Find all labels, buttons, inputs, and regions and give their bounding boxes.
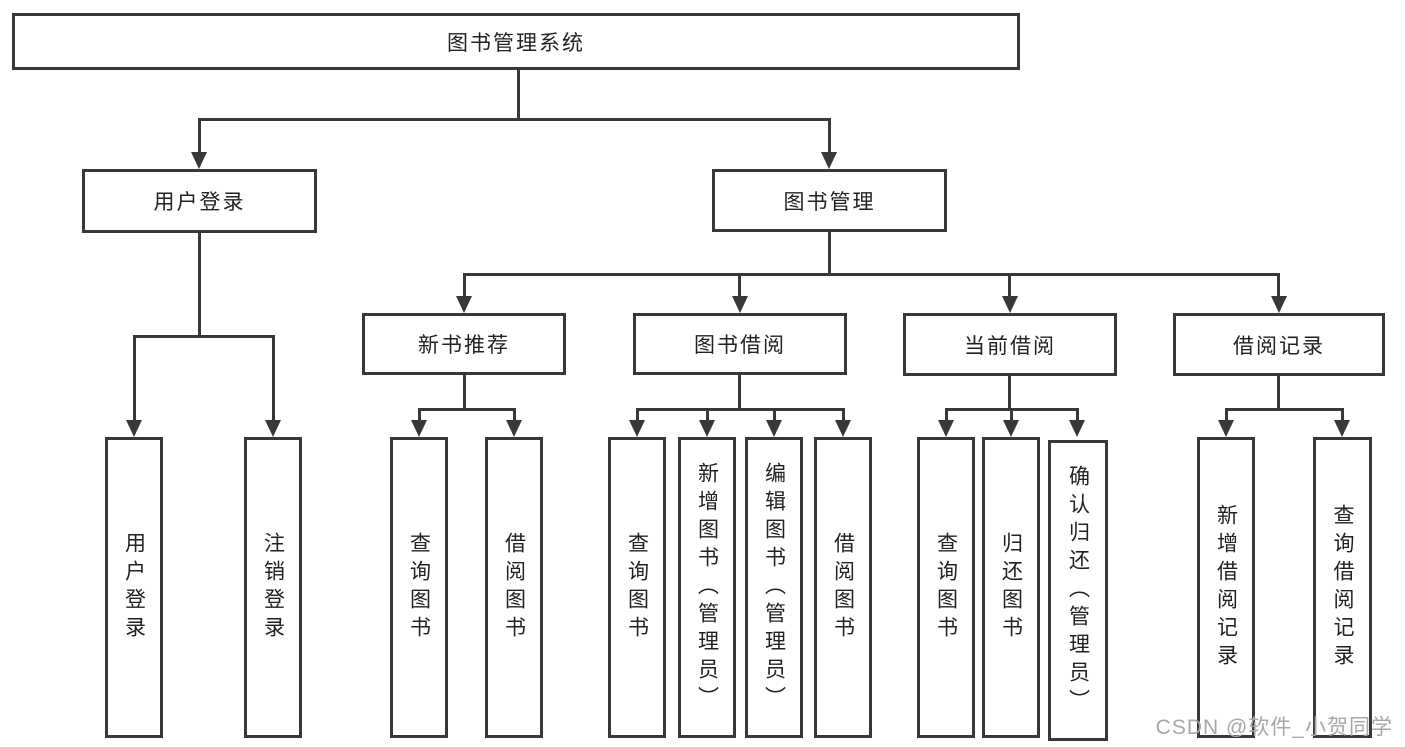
node-new-book-recommend: 新书推荐 <box>362 313 566 375</box>
node-book-borrow: 图书借阅 <box>633 313 847 375</box>
node-book-management: 图书管理 <box>712 169 947 232</box>
edge-shaft-user-login <box>198 118 201 152</box>
arrow-down-icon <box>732 296 748 313</box>
edge-shaft-leaf-user-login <box>133 335 136 420</box>
edge-bb-shaft-2 <box>706 408 709 420</box>
arrow-down-icon <box>835 420 851 437</box>
edge-shaft-book-management <box>828 118 831 152</box>
edge-br-shaft-2 <box>1341 408 1344 420</box>
arrow-down-icon <box>1003 420 1019 437</box>
edge-shaft-new-book-recommend <box>463 273 466 296</box>
leaf-cb-query-book: 查询图书 <box>917 437 975 738</box>
leaf-user-login: 用户登录 <box>105 437 163 738</box>
arrow-down-icon <box>265 420 281 437</box>
leaf-logout: 注销登录 <box>244 437 302 738</box>
edge-shaft-book-borrow <box>738 273 741 296</box>
leaf-nb-borrow-book: 借阅图书 <box>485 437 543 738</box>
edge-bb-shaft-1 <box>636 408 639 420</box>
edge-cb-shaft-2 <box>1010 408 1013 420</box>
edge-root-drop <box>517 70 520 118</box>
edge-cb-shaft-1 <box>945 408 948 420</box>
edge-nb-shaft-1 <box>418 408 421 420</box>
arrow-down-icon <box>126 420 142 437</box>
arrow-down-icon <box>1271 296 1287 313</box>
edge-nb-rail <box>419 408 516 411</box>
edge-level1-rail <box>198 118 831 121</box>
edge-book-management-drop <box>828 232 831 273</box>
arrow-down-icon <box>1002 296 1018 313</box>
node-current-borrow: 当前借阅 <box>903 313 1117 376</box>
leaf-bb-borrow-book: 借阅图书 <box>814 437 872 738</box>
edge-user-login-rail <box>134 335 274 338</box>
leaf-br-add-record: 新增借阅记录 <box>1197 437 1255 738</box>
edge-nb-shaft-2 <box>513 408 516 420</box>
arrow-down-icon <box>411 420 427 437</box>
leaf-cb-return-book: 归还图书 <box>982 437 1040 738</box>
arrow-down-icon <box>1218 420 1234 437</box>
edge-br-rail <box>1226 408 1344 411</box>
leaf-bb-edit-book-admin: 编辑图书（管理员） <box>745 437 803 738</box>
leaf-cb-confirm-return-admin: 确认归还（管理员） <box>1048 440 1108 741</box>
arrow-down-icon <box>699 420 715 437</box>
edge-level2-rail <box>463 273 1280 276</box>
edge-user-login-drop <box>198 233 201 335</box>
leaf-nb-query-book: 查询图书 <box>390 437 448 738</box>
arrow-down-icon <box>191 152 207 169</box>
node-library-management-system: 图书管理系统 <box>12 13 1020 70</box>
arrow-down-icon <box>1334 420 1350 437</box>
edge-cb-drop <box>1008 376 1011 408</box>
edge-br-shaft-1 <box>1225 408 1228 420</box>
arrow-down-icon <box>456 296 472 313</box>
edge-bb-shaft-4 <box>842 408 845 420</box>
leaf-bb-add-book-admin: 新增图书（管理员） <box>678 437 736 738</box>
node-user-login: 用户登录 <box>82 169 317 233</box>
node-borrow-records: 借阅记录 <box>1173 313 1385 376</box>
edge-shaft-leaf-logout <box>272 335 275 420</box>
edge-bb-shaft-3 <box>773 408 776 420</box>
leaf-br-query-record: 查询借阅记录 <box>1313 437 1372 738</box>
arrow-down-icon <box>629 420 645 437</box>
arrow-down-icon <box>506 420 522 437</box>
edge-cb-shaft-3 <box>1076 408 1079 420</box>
csdn-watermark: CSDN @软件_小贺同学 <box>1155 716 1393 739</box>
arrow-down-icon <box>821 152 837 169</box>
arrow-down-icon <box>938 420 954 437</box>
edge-br-drop <box>1277 376 1280 408</box>
leaf-bb-query-book: 查询图书 <box>608 437 666 738</box>
edge-shaft-borrow-records <box>1277 273 1280 296</box>
arrow-down-icon <box>766 420 782 437</box>
edge-bb-rail <box>637 408 845 411</box>
arrow-down-icon <box>1069 420 1085 437</box>
edge-nb-drop <box>463 375 466 408</box>
edge-shaft-current-borrow <box>1008 273 1011 296</box>
edge-bb-drop <box>738 375 741 408</box>
